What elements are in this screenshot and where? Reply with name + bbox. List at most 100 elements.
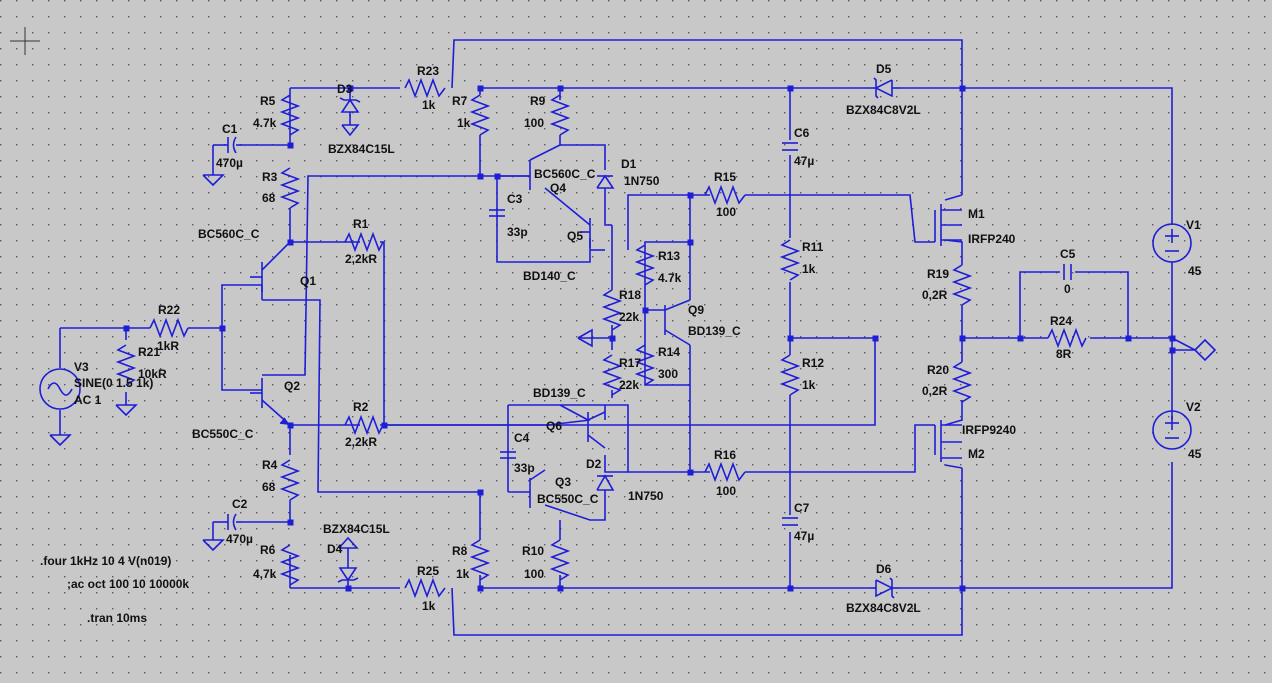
transistor-model-label: IRFP9240 [962,423,1016,437]
source-value-label: AC 1 [74,393,102,407]
resistor-R4[interactable] [279,459,301,501]
transistor-model-label: BD139_C [688,324,741,338]
capacitor-ref-label: C5 [1060,247,1076,261]
voltage-source-V1[interactable] [1152,223,1192,263]
resistor-R21[interactable] [115,344,137,386]
zener-diode-D6[interactable] [870,577,900,599]
zener-diode-D3[interactable] [339,97,361,116]
resistor-R2[interactable] [344,414,384,436]
resistor-ref-label: R23 [417,64,439,78]
resistor-R10[interactable] [549,539,571,581]
resistor-R14[interactable] [634,344,656,386]
diode-D1[interactable] [596,174,615,198]
resistor-R24[interactable] [1047,327,1087,349]
capacitor-C3[interactable] [489,209,505,217]
resistor-R19[interactable] [951,264,973,306]
resistor-value-label: 68 [262,480,276,494]
resistor-value-label: 1k [422,98,436,112]
resistor-value-label: 1k [457,116,471,130]
resistor-R20[interactable] [951,361,973,403]
diode-ref-label: D3 [337,82,353,96]
diode-D2[interactable] [596,474,615,491]
capacitor-C2[interactable] [213,513,242,531]
capacitor-ref-label: C3 [507,192,523,206]
resistor-R8[interactable] [469,539,491,581]
transistor-Q1[interactable] [250,262,263,300]
resistor-R9[interactable] [549,94,571,136]
diode-model-label: BZX84C15L [328,142,395,156]
resistor-R25[interactable] [404,577,446,599]
zener-diode-D5[interactable] [870,77,900,99]
capacitor-C1[interactable] [213,136,242,154]
capacitor-C6[interactable] [782,142,798,151]
voltage-source-V2[interactable] [1152,410,1192,450]
source-value-label: 45 [1188,264,1202,278]
capacitor-value-label: 33p [507,225,528,239]
source-ref-label: V2 [1186,400,1201,414]
ground-icon [49,434,72,447]
zener-diode-D4[interactable] [337,556,359,583]
capacitor-ref-label: C1 [222,122,238,136]
resistor-R23[interactable] [404,77,446,99]
transistor-Q2[interactable] [250,378,290,426]
crosshair-cursor-icon [10,27,40,55]
resistor-R18[interactable] [601,289,623,331]
resistor-R3[interactable] [279,167,301,209]
resistor-value-label: 2,2kR [345,435,377,449]
mosfet-M1[interactable] [934,204,962,246]
transistor-ref-label: M2 [968,447,985,461]
resistor-ref-label: R20 [927,363,949,377]
junction-dots [123,85,1176,592]
diode-model-label: BZX84C15L [323,522,390,536]
transistor-ref-label: Q6 [546,419,562,433]
voltage-source-V3[interactable] [39,368,81,410]
resistor-R12[interactable] [779,354,801,396]
resistor-R7[interactable] [469,94,491,136]
resistor-R22[interactable] [149,317,189,339]
capacitor-value-label: 47µ [794,529,814,543]
resistor-value-label: 2,2kR [345,252,377,266]
resistor-R13[interactable] [634,244,656,286]
mosfet-M2[interactable] [934,420,962,462]
diode-ref-label: D6 [876,562,892,576]
capacitor-value-label: 470µ [226,532,253,546]
resistor-ref-label: R16 [714,448,736,462]
resistor-R15[interactable] [704,184,746,206]
spice-directive-four: .four 1kHz 10 4 V(n019) [40,554,171,568]
resistor-value-label: 10kR [138,367,167,381]
capacitor-C5[interactable] [1063,264,1072,280]
transistor-Q5[interactable] [580,218,591,248]
resistor-R5[interactable] [279,94,301,136]
transistor-ref-label: Q3 [555,475,571,489]
resistor-ref-label: R13 [658,249,680,263]
resistor-value-label: 0,2R [922,288,948,302]
resistor-value-label: 1kR [157,339,179,353]
transistor-Q3[interactable] [508,469,546,508]
source-value-label: SINE(0 1.5 1k) [74,376,153,390]
transistor-Q4[interactable] [497,160,531,190]
diode-ref-label: D1 [621,157,637,171]
resistor-R17[interactable] [601,354,623,396]
transistor-Q6[interactable] [587,411,606,449]
resistor-R11[interactable] [779,239,801,281]
resistor-value-label: 100 [524,116,544,130]
transistor-model-label: BD139_C [533,386,586,400]
resistor-R1[interactable] [344,231,384,253]
resistor-R16[interactable] [704,461,746,483]
ground-icon [341,115,360,137]
transistor-Q9[interactable] [664,299,691,346]
source-ref-label: V1 [1186,218,1201,232]
capacitor-C4[interactable] [500,451,516,459]
resistor-value-label: 4,7k [253,567,277,581]
resistor-R6[interactable] [279,544,301,586]
capacitor-value-label: 0 [1064,282,1071,296]
resistor-value-label: 100 [716,205,736,219]
output-port-icon [1194,338,1217,362]
capacitor-C7[interactable] [782,517,798,526]
resistor-value-label: 100 [716,484,736,498]
resistor-value-label: 4.7k [658,271,682,285]
resistor-ref-label: R22 [158,303,180,317]
transistor-ref-label: Q4 [550,181,566,195]
